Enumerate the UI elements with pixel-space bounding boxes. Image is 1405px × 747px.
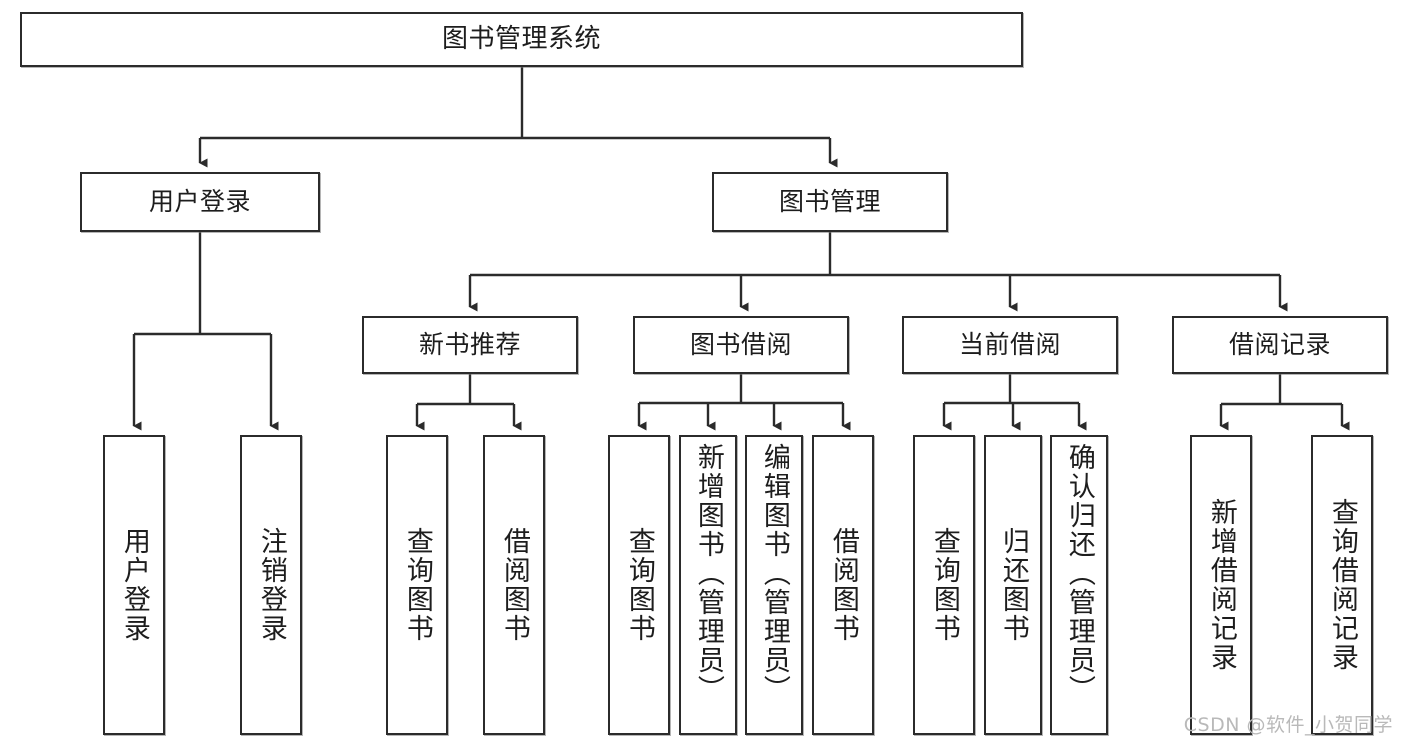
node-当前借阅[interactable]: 当前借阅 xyxy=(902,316,1118,374)
leaf-用户登录[interactable]: 用户登录 xyxy=(103,435,165,735)
node-新书推荐[interactable]: 新书推荐 xyxy=(362,316,578,374)
node-label: 图书管理系统 xyxy=(441,24,601,55)
node-用户登录[interactable]: 用户登录 xyxy=(80,172,320,232)
csdn-watermark: CSDN @软件_小贺同学 xyxy=(1183,714,1393,736)
leaf-查询图书[interactable]: 查询图书 xyxy=(386,435,448,735)
node-label: 用户登录 xyxy=(118,527,150,643)
node-label: 新书推荐 xyxy=(418,330,521,360)
leaf-借阅图书[interactable]: 借阅图书 xyxy=(812,435,874,735)
node-label: 查询图书 xyxy=(623,527,655,643)
leaf-归还图书[interactable]: 归还图书 xyxy=(984,435,1042,735)
leaf-新增图书管理员[interactable]: 新增图书（管理员） xyxy=(679,435,737,735)
node-book-management-system[interactable]: 图书管理系统 xyxy=(20,12,1023,67)
node-label: 归还图书 xyxy=(997,527,1029,643)
node-label: 编辑图书（管理员） xyxy=(758,443,790,704)
node-label: 新增图书（管理员） xyxy=(692,443,724,704)
node-label: 查询借阅记录 xyxy=(1326,498,1358,672)
node-label: 用户登录 xyxy=(148,187,251,217)
node-label: 借阅图书 xyxy=(827,527,859,643)
node-label: 当前借阅 xyxy=(958,330,1061,360)
leaf-编辑图书管理员[interactable]: 编辑图书（管理员） xyxy=(745,435,803,735)
node-label: 借阅图书 xyxy=(498,527,530,643)
node-label: 确认归还（管理员） xyxy=(1063,443,1095,704)
node-图书管理[interactable]: 图书管理 xyxy=(712,172,948,232)
leaf-查询图书[interactable]: 查询图书 xyxy=(913,435,975,735)
leaf-借阅图书[interactable]: 借阅图书 xyxy=(483,435,545,735)
leaf-确认归还管理员[interactable]: 确认归还（管理员） xyxy=(1050,435,1108,735)
node-label: 查询图书 xyxy=(401,527,433,643)
leaf-新增借阅记录[interactable]: 新增借阅记录 xyxy=(1190,435,1252,735)
node-label: 图书借阅 xyxy=(689,330,792,360)
leaf-查询图书[interactable]: 查询图书 xyxy=(608,435,670,735)
node-label: 注销登录 xyxy=(255,527,287,643)
node-label: 新增借阅记录 xyxy=(1205,498,1237,672)
node-label: 借阅记录 xyxy=(1228,330,1331,360)
node-图书借阅[interactable]: 图书借阅 xyxy=(633,316,849,374)
node-label: 查询图书 xyxy=(928,527,960,643)
leaf-查询借阅记录[interactable]: 查询借阅记录 xyxy=(1311,435,1373,735)
leaf-注销登录[interactable]: 注销登录 xyxy=(240,435,302,735)
node-label: 图书管理 xyxy=(778,187,881,217)
node-借阅记录[interactable]: 借阅记录 xyxy=(1172,316,1388,374)
